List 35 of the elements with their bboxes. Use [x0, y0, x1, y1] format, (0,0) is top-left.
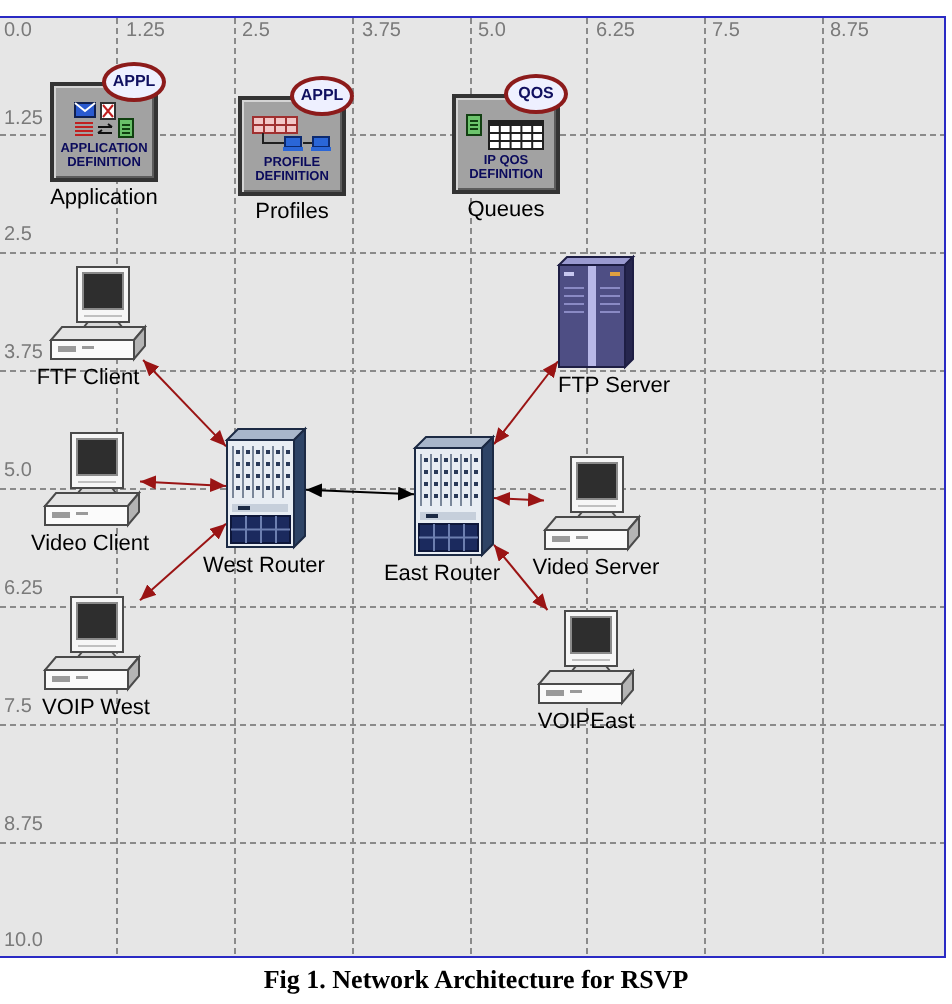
- axis-tick-label: 3.75: [4, 344, 43, 364]
- axis-tick-label: 5.0: [478, 22, 506, 42]
- figure-caption: Fig 1. Network Architecture for RSVP: [263, 964, 689, 994]
- axis-tick-label: 3.75: [362, 22, 401, 42]
- axis-tick-label: 6.25: [4, 580, 43, 600]
- device-label: Video Server: [532, 556, 660, 580]
- device-label: Application: [50, 186, 158, 210]
- axis-tick-label: 8.75: [830, 22, 869, 42]
- link-line: [493, 491, 545, 507]
- link-line: [139, 475, 227, 493]
- link-line: [493, 543, 549, 611]
- axis-tick-label: 5.0: [4, 462, 32, 482]
- axis-tick-label: 0.0: [4, 22, 32, 42]
- device-label: West Router: [203, 554, 325, 578]
- device-label: Video Client: [30, 532, 150, 556]
- device-label: East Router: [383, 562, 501, 586]
- axis-tick-label: 7.5: [4, 698, 32, 718]
- axis-tick-label: 1.25: [4, 110, 43, 130]
- device-label: FTP Server: [557, 374, 671, 398]
- axis-tick-label: 7.5: [712, 22, 740, 42]
- device-label: VOIPEast: [537, 710, 635, 734]
- axis-tick-label: 2.5: [4, 226, 32, 246]
- link-line: [493, 360, 559, 446]
- axis-tick-label: 1.25: [126, 22, 165, 42]
- device-label: Queues: [467, 198, 545, 222]
- axis-tick-label: 2.5: [242, 22, 270, 42]
- axis-tick-label: 8.75: [4, 816, 43, 836]
- link-line: [305, 483, 415, 501]
- device-label: VOIP West: [42, 696, 150, 720]
- link-line: [142, 359, 227, 448]
- device-label: FTF Client: [36, 366, 140, 390]
- device-label: Profiles: [255, 200, 329, 224]
- link-line: [139, 522, 227, 602]
- axis-tick-label: 10.0: [4, 932, 43, 952]
- axis-tick-label: 6.25: [596, 22, 635, 42]
